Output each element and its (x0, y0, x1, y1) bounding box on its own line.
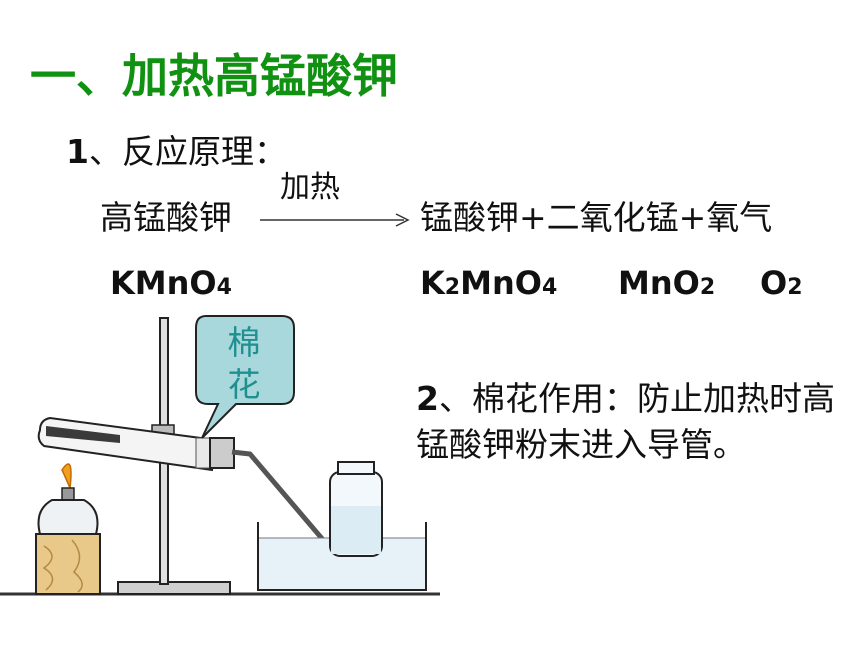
section-2-text: 、棉花作用：防止加热时高锰酸钾粉末进入导管。 (416, 379, 835, 464)
section-2-note: 2、棉花作用：防止加热时高锰酸钾粉末进入导管。 (416, 376, 836, 468)
products-names: 锰酸钾+二氧化锰+氧气 (420, 198, 773, 237)
page-title: 一、加热高锰酸钾 (30, 49, 398, 103)
formula-o2: O2 (760, 264, 803, 302)
formula-kmno4: KMnO4 (110, 264, 232, 302)
kmno4-powder (46, 426, 120, 443)
section-1-heading: 1、反应原理： (66, 130, 287, 174)
gas-collecting-bottle (329, 461, 383, 557)
formula-mno2: MnO2 (618, 264, 716, 302)
test-tube (37, 416, 235, 472)
cotton-plug (195, 437, 211, 469)
reactant-name: 高锰酸钾 (100, 198, 232, 237)
wooden-block (35, 533, 101, 595)
reaction-condition: 加热 (280, 170, 340, 205)
callout-label-cotton: 棉花 (227, 323, 261, 404)
callout-bubble (195, 315, 295, 439)
formula-k2mno4: K2MnO4 (420, 264, 558, 302)
flame (61, 463, 72, 491)
reaction-arrow (260, 213, 410, 227)
section-2-number: 2 (416, 379, 439, 418)
stopper (209, 437, 235, 469)
water-trough (257, 522, 427, 591)
alcohol-lamp (37, 463, 99, 535)
section-1-text: 、反应原理： (88, 132, 287, 171)
section-1-number: 1 (66, 132, 89, 171)
